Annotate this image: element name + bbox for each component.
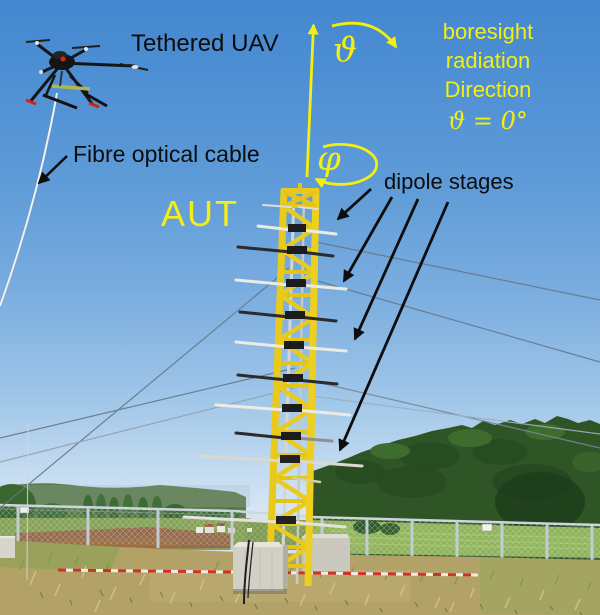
annotations [37, 21, 450, 452]
guy-wire [0, 367, 296, 439]
grass-field [0, 540, 600, 615]
dipole-stage [214, 403, 352, 417]
dipole-stage [197, 454, 364, 468]
fibre-optical-cable-label: Fibre optical cable [73, 141, 260, 167]
aut-tower [265, 183, 320, 587]
dipole-stage [234, 431, 334, 443]
dipole-stage [182, 515, 347, 529]
boresight-direction-label: boresight radiation Direction ϑ = 0° [418, 17, 558, 136]
dipole-stage [291, 476, 322, 484]
ground-cable [243, 539, 254, 605]
dipole-stage-arrow-1 [336, 187, 372, 221]
boresight-axis-arrow [305, 23, 319, 178]
theta-equation: ϑ = 0° [448, 107, 528, 135]
aut-label: AUT [161, 193, 239, 234]
dipole-stage [234, 278, 348, 291]
guy-wire [0, 267, 290, 509]
dipole-stage [234, 340, 348, 353]
dipole-stages-label: dipole stages [384, 169, 514, 194]
boresight-line-3: Direction [444, 77, 532, 102]
dipole-stage-arrow-3 [353, 198, 420, 341]
fibre-cable-arrow [37, 155, 68, 185]
guy-wires [0, 241, 600, 509]
theta-arc-arrow [331, 21, 398, 49]
dipole-stage-arrow-4 [338, 201, 450, 452]
guy-wire [0, 387, 295, 463]
phi-symbol: φ [317, 139, 341, 179]
tethered-uav-label: Tethered UAV [131, 30, 279, 57]
uav-drone [25, 39, 149, 110]
phi-rotation-arrow [314, 143, 379, 189]
dipole-stage [236, 373, 339, 386]
theta-symbol: ϑ [333, 30, 358, 70]
concrete-block-edge [0, 536, 15, 558]
dipole-stage [238, 310, 338, 323]
dipole-stage-arrow-2 [342, 196, 394, 283]
dipole-stage [236, 245, 335, 258]
dipole-stages [182, 204, 364, 529]
guy-wire [310, 395, 600, 435]
boresight-line-2: radiation [445, 48, 531, 73]
guy-wire [313, 279, 600, 363]
guy-wire [315, 241, 600, 301]
boresight-line-1: boresight [442, 19, 534, 44]
concrete-block-main [233, 542, 288, 594]
tether-cable [0, 92, 59, 581]
dipole-stage [256, 224, 338, 236]
dipole-stage [262, 204, 319, 210]
